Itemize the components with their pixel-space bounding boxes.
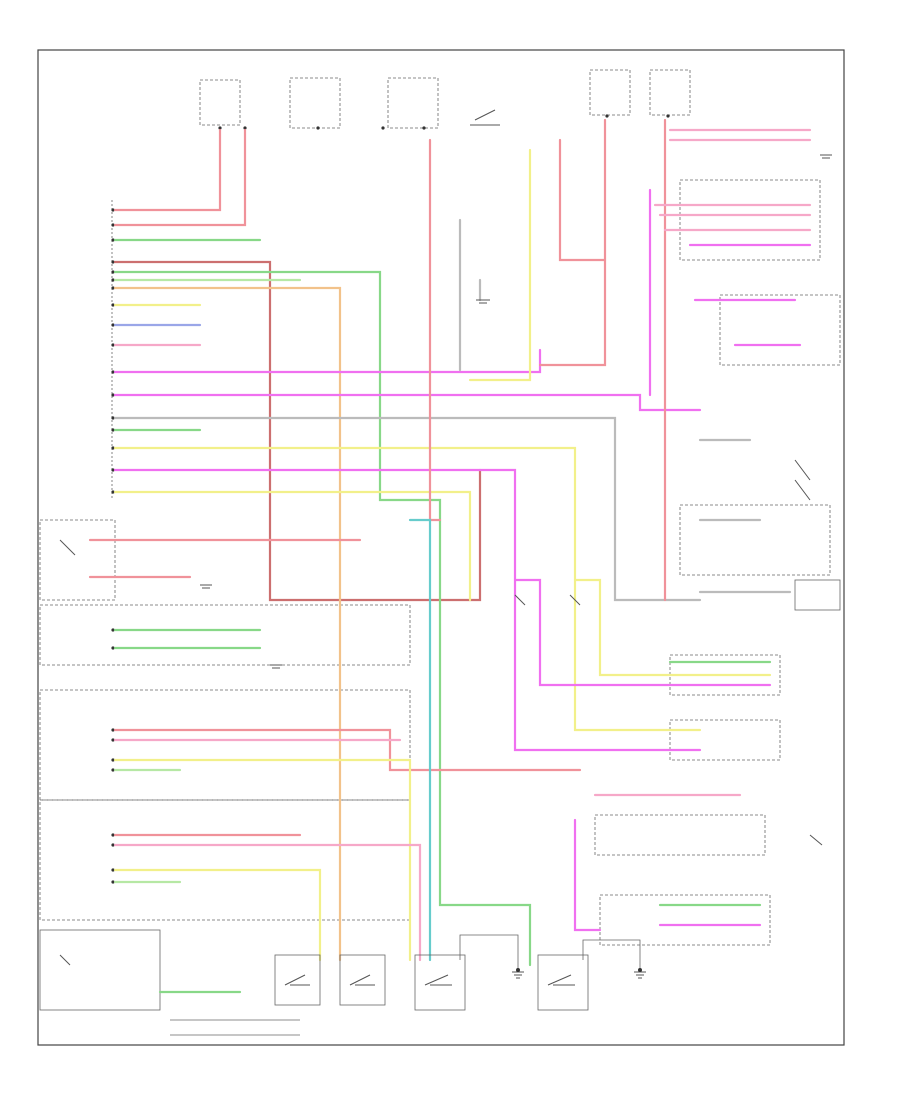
connector-pin-18 [111,646,115,650]
wire-dark-red-3 [113,260,482,602]
wire-magenta-15 [113,468,702,752]
connector-pin-7 [111,303,115,307]
connector-pin-11 [111,393,115,397]
wire-magenta-51 [573,818,602,932]
connector-pin-17 [111,628,115,632]
connector-pin-5 [111,278,115,282]
connector-pin-25 [111,868,115,872]
connector-pin-8 [111,323,115,327]
connector-pin-6 [111,286,115,290]
connector-pin-20 [111,738,115,742]
wire-pink-26 [113,843,422,962]
connector-pin-19 [111,728,115,732]
connector-pin-23 [111,833,115,837]
connector-pin-26 [111,880,115,884]
connector-pin-3 [111,260,115,264]
wire-red-0 [113,128,222,212]
left-module-connectors [111,200,115,884]
right-component-boxes [594,179,841,946]
wire-yellow-27 [113,868,322,962]
wire-yellow-23 [113,758,412,962]
connector-pin-15 [111,468,115,472]
wire-green-4 [113,270,532,967]
wire-yellow-16 [113,490,472,602]
wire-yellow-48 [573,578,772,677]
wire-yellow-14 [113,446,702,732]
connector-pin-4 [111,270,115,274]
connector-pin-10 [111,370,115,374]
diagram-frame [37,49,845,1046]
wire-yellow-31 [468,148,532,382]
wire-harness [88,118,812,994]
ground-symbols [200,154,832,669]
connector-pin-2 [111,238,115,242]
connector-pin-16 [111,490,115,494]
connector-pin-22 [111,768,115,772]
wire-cyan-54 [408,518,432,962]
left-lower-component-boxes [39,519,411,1011]
wire-magenta-11 [113,393,702,412]
top-fuse-blocks [199,69,691,130]
connector-pin-14 [111,446,115,450]
wire-magenta-47 [513,578,772,687]
misc-switch-symbols [59,109,823,966]
connector-pin-9 [111,343,115,347]
wire-red-1 [113,128,247,227]
wire-red-30 [428,138,442,522]
connector-pin-1 [111,223,115,227]
wire-orange-6 [113,286,342,962]
connector-pin-24 [111,843,115,847]
bottom-switch-modules [274,934,646,1011]
wire-gray-12 [113,416,702,602]
wire-magenta-10 [113,348,542,374]
connector-pin-12 [111,416,115,420]
connector-pin-13 [111,428,115,432]
legend-box [170,1019,300,1036]
wire-red-21 [113,728,582,772]
wire-red-32 [558,138,607,262]
connector-pin-21 [111,758,115,762]
connector-pin-0 [111,208,115,212]
wire-red-33 [538,118,607,367]
left-connector-pins [111,208,115,884]
